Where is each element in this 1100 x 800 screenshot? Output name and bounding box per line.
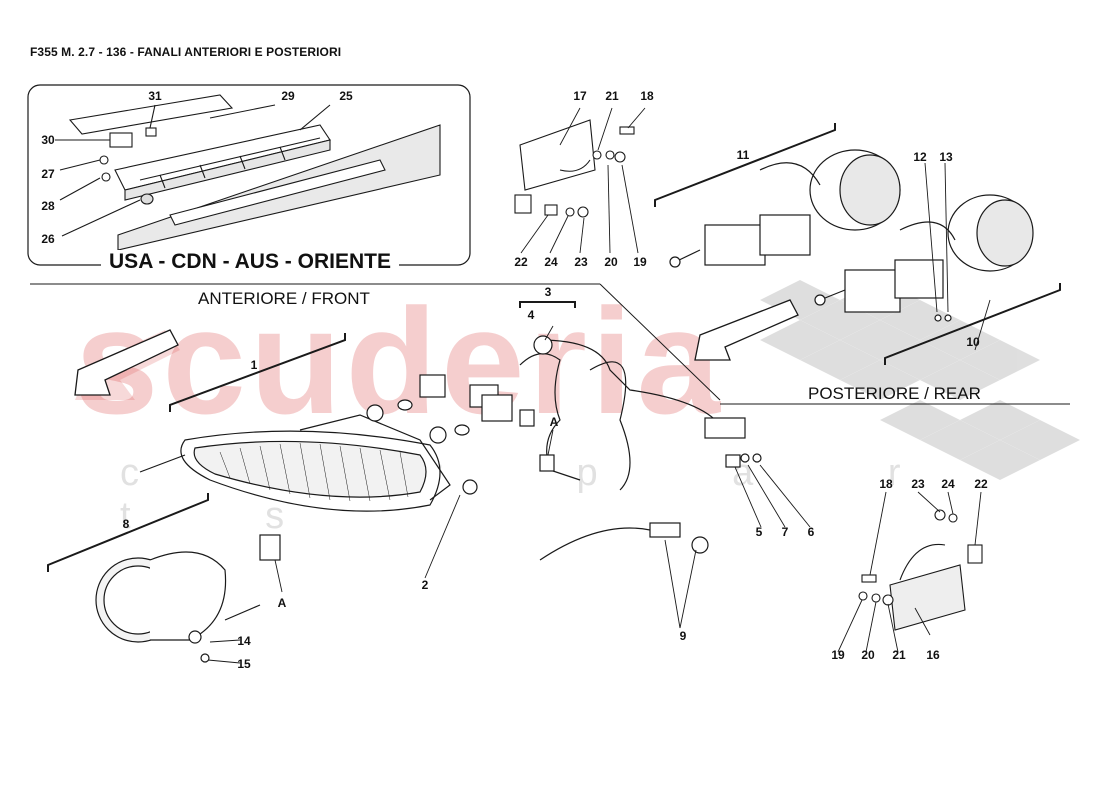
callout-a-harness: A (549, 415, 559, 429)
callout-20-bottom: 20 (861, 648, 875, 662)
callout-31: 31 (148, 89, 162, 103)
callout-6: 6 (807, 525, 815, 539)
callout-9: 9 (679, 629, 687, 643)
callout-29: 29 (281, 89, 295, 103)
callout-27: 27 (41, 167, 55, 181)
callout-a-front: A (277, 596, 287, 610)
callout-4: 4 (527, 308, 535, 322)
rear-lights (669, 149, 1034, 322)
callout-21-bottom: 21 (892, 648, 906, 662)
callout-17: 17 (573, 89, 587, 103)
callout-13: 13 (939, 150, 953, 164)
inset-title: USA - CDN - AUS - ORIENTE (0, 250, 500, 274)
callout-10: 10 (966, 335, 980, 349)
callout-23-top: 23 (574, 255, 588, 269)
side-marker-bottom (858, 509, 983, 631)
callout-30: 30 (41, 133, 55, 147)
checker-watermark (760, 280, 1080, 480)
callout-18-bottom: 18 (879, 477, 893, 491)
front-headlight (139, 335, 762, 561)
callout-5: 5 (755, 525, 763, 539)
callout-15: 15 (237, 657, 251, 671)
watermark-text: scuderia (75, 277, 724, 445)
side-marker-top (514, 119, 635, 218)
callout-7: 7 (781, 525, 789, 539)
callout-11: 11 (736, 148, 750, 162)
callout-28: 28 (41, 199, 55, 213)
inset-title-text: USA - CDN - AUS - ORIENTE (101, 250, 399, 273)
callout-18-top: 18 (640, 89, 654, 103)
leader-lines (207, 107, 991, 664)
callout-25: 25 (339, 89, 353, 103)
third-brake-light (55, 94, 441, 251)
group-brackets (47, 123, 1061, 572)
callout-22-bottom: 22 (974, 477, 988, 491)
front-region-label: ANTERIORE / FRONT (198, 289, 370, 308)
rear-region-label: POSTERIORE / REAR (808, 384, 981, 403)
callout-16: 16 (926, 648, 940, 662)
callout-8: 8 (122, 517, 130, 531)
callout-26: 26 (41, 232, 55, 246)
page-title: F355 M. 2.7 - 136 - FANALI ANTERIORI E P… (30, 45, 342, 59)
callout-14: 14 (237, 634, 251, 648)
callout-2: 2 (421, 578, 429, 592)
callout-21-top: 21 (605, 89, 619, 103)
direction-arrows (74, 299, 799, 396)
callout-23-bottom: 23 (911, 477, 925, 491)
fog-light (95, 534, 281, 663)
callout-19-bottom: 19 (831, 648, 845, 662)
callout-19-top: 19 (633, 255, 647, 269)
callout-12: 12 (913, 150, 927, 164)
callout-20-top: 20 (604, 255, 618, 269)
callout-1: 1 (250, 358, 258, 372)
callout-24-top: 24 (544, 255, 558, 269)
callout-3: 3 (544, 285, 552, 299)
callout-22-top: 22 (514, 255, 528, 269)
callout-24-bottom: 24 (941, 477, 955, 491)
